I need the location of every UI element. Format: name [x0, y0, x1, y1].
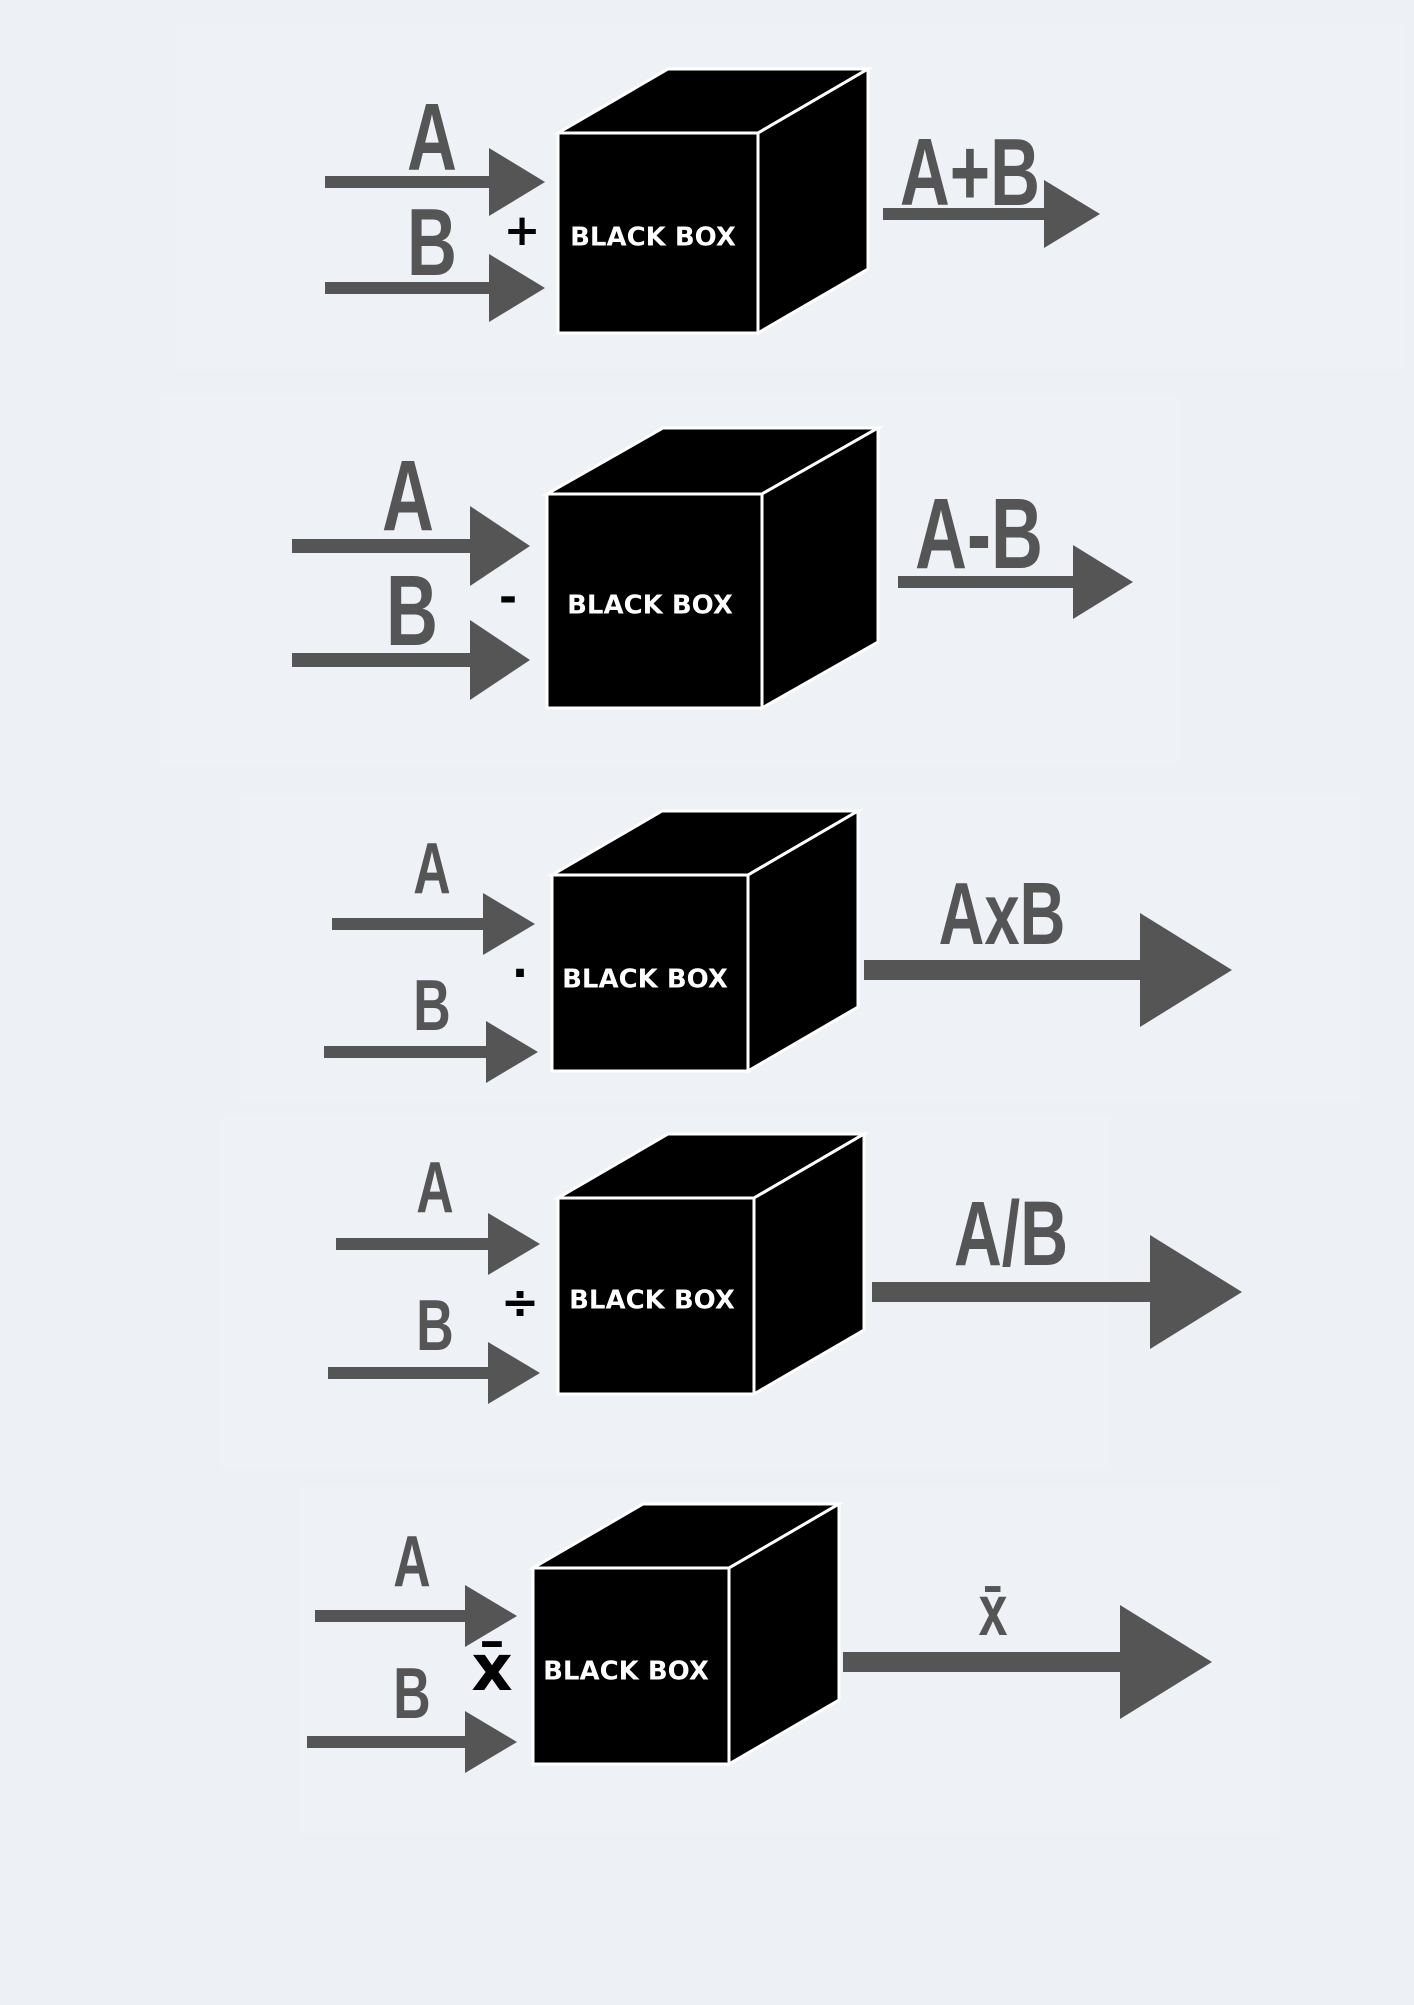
- black-box-cube-front-face: [556, 1196, 756, 1396]
- input-a-arrow: [336, 1213, 540, 1275]
- input-a-arrow-shaft: [332, 918, 484, 930]
- output-arrow-shaft: [872, 1282, 1151, 1302]
- input-a-arrow: [325, 148, 545, 216]
- input-b-arrow-shaft: [307, 1736, 466, 1748]
- diagram-4: AB ÷ BLACK BOX A/B: [328, 1131, 1242, 1404]
- input-a-arrow: [315, 1585, 517, 1647]
- input-a-label: A: [416, 1148, 453, 1228]
- output-arrow-shaft: [883, 208, 1045, 220]
- input-b-label: B: [386, 555, 438, 666]
- input-a-label: A: [413, 829, 450, 909]
- output-arrow-head: [1150, 1235, 1242, 1349]
- diagram-2: AB - BLACK BOX A-B: [292, 425, 1133, 711]
- operator-symbol: ÷: [501, 1275, 540, 1329]
- input-b-arrow: [292, 620, 530, 700]
- operator-symbol: -: [499, 572, 517, 623]
- black-box-cube-front-face: [550, 873, 750, 1073]
- input-a-label: A: [407, 83, 457, 191]
- black-box-cube-front-face: [531, 1566, 731, 1766]
- input-a-arrow-head: [465, 1585, 517, 1647]
- black-box-cube-front-face: [545, 492, 764, 710]
- black-box-label: BLACK BOX: [570, 223, 736, 253]
- input-b-label: B: [407, 188, 457, 296]
- output-arrow-shaft: [898, 576, 1074, 588]
- input-a-arrow: [292, 506, 530, 586]
- operator-symbol: x̄: [471, 1632, 512, 1706]
- input-a-arrow-head: [483, 893, 535, 955]
- output-arrow: [872, 1235, 1242, 1349]
- operator-symbol: ·: [512, 948, 529, 999]
- input-a-arrow-shaft: [336, 1238, 489, 1250]
- black-box-label: BLACK BOX: [543, 1657, 709, 1687]
- output-arrow-shaft: [864, 960, 1141, 980]
- output-arrow-head: [1073, 545, 1133, 619]
- input-b-arrow: [307, 1711, 517, 1773]
- input-b-arrow: [324, 1021, 538, 1083]
- black-box-label: BLACK BOX: [562, 965, 728, 995]
- black-box-cube-front-face: [556, 131, 760, 335]
- input-b-arrow: [328, 1342, 540, 1404]
- input-b-label: B: [393, 1654, 430, 1734]
- output-arrow-head: [1044, 180, 1100, 248]
- output-label: x̄: [979, 1571, 1008, 1651]
- output-label: A+B: [900, 118, 1040, 226]
- input-b-arrow-shaft: [324, 1046, 487, 1058]
- output-arrow: [898, 545, 1133, 619]
- output-arrow: [883, 180, 1100, 248]
- input-b-arrow: [325, 254, 545, 322]
- input-b-label: B: [416, 1286, 453, 1366]
- output-arrow-head: [1120, 1605, 1212, 1719]
- black-box-label: BLACK BOX: [567, 591, 733, 621]
- input-b-arrow-head: [488, 1342, 540, 1404]
- input-a-arrow-shaft: [315, 1610, 466, 1622]
- input-b-arrow-shaft: [325, 282, 490, 294]
- input-b-arrow-head: [465, 1711, 517, 1773]
- diagram-1: AB + BLACK BOX A+B: [325, 66, 1100, 336]
- output-label: A-B: [915, 478, 1043, 589]
- black-box-cube: [546, 808, 864, 1074]
- input-a-label: A: [393, 1522, 430, 1602]
- input-b-arrow-head: [470, 620, 530, 700]
- output-label: AxB: [939, 866, 1066, 964]
- input-a-label: A: [382, 440, 434, 551]
- input-b-arrow-shaft: [328, 1367, 489, 1379]
- input-b-arrow-shaft: [292, 653, 471, 667]
- input-a-arrow-head: [470, 506, 530, 586]
- black-box-cube: [527, 1501, 845, 1767]
- output-arrow: [864, 913, 1232, 1027]
- black-box-cube: [541, 425, 884, 711]
- input-a-arrow-shaft: [292, 539, 471, 553]
- input-b-arrow-head: [489, 254, 545, 322]
- black-box-cube: [552, 66, 874, 336]
- diagram-3: AB · BLACK BOX AxB: [324, 808, 1232, 1083]
- input-a-arrow-shaft: [325, 176, 490, 188]
- operator-symbol: +: [504, 205, 541, 256]
- input-a-arrow-head: [489, 148, 545, 216]
- output-arrow: [843, 1605, 1212, 1719]
- input-a-arrow: [332, 893, 535, 955]
- input-a-arrow-head: [488, 1213, 540, 1275]
- black-box-cube: [552, 1131, 870, 1397]
- input-b-arrow-head: [486, 1021, 538, 1083]
- black-box-label: BLACK BOX: [569, 1286, 735, 1316]
- output-arrow-shaft: [843, 1652, 1121, 1672]
- output-label: A/B: [954, 1181, 1068, 1284]
- input-b-label: B: [413, 966, 450, 1046]
- output-arrow-head: [1140, 913, 1232, 1027]
